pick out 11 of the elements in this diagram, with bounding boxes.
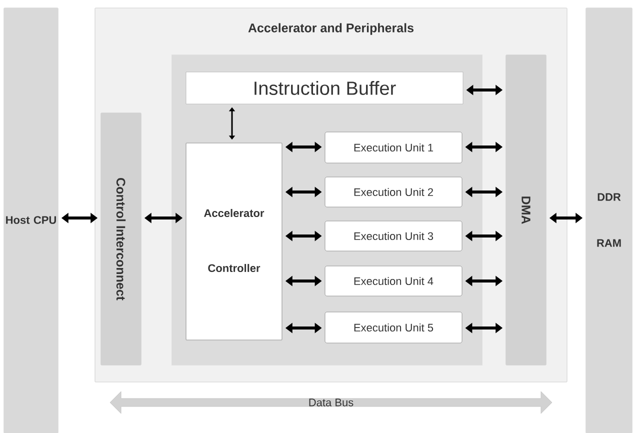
buffer-box: Instruction Buffer: [186, 72, 464, 104]
unit-box: Execution Unit 5: [324, 312, 462, 344]
unit-box: Execution Unit 1: [324, 132, 462, 164]
vertical-bar: DMA: [506, 54, 546, 366]
unit-box: Execution Unit 2: [324, 176, 462, 208]
side-band: DDR RAM: [586, 8, 632, 433]
unit-box: Execution Unit 3: [324, 220, 462, 252]
vertical-bar: Control Interconnect: [100, 112, 142, 366]
side-band: Host CPU: [4, 8, 58, 433]
controller-box: Accelerator Controller: [186, 142, 282, 340]
unit-box: Execution Unit 4: [324, 266, 462, 296]
